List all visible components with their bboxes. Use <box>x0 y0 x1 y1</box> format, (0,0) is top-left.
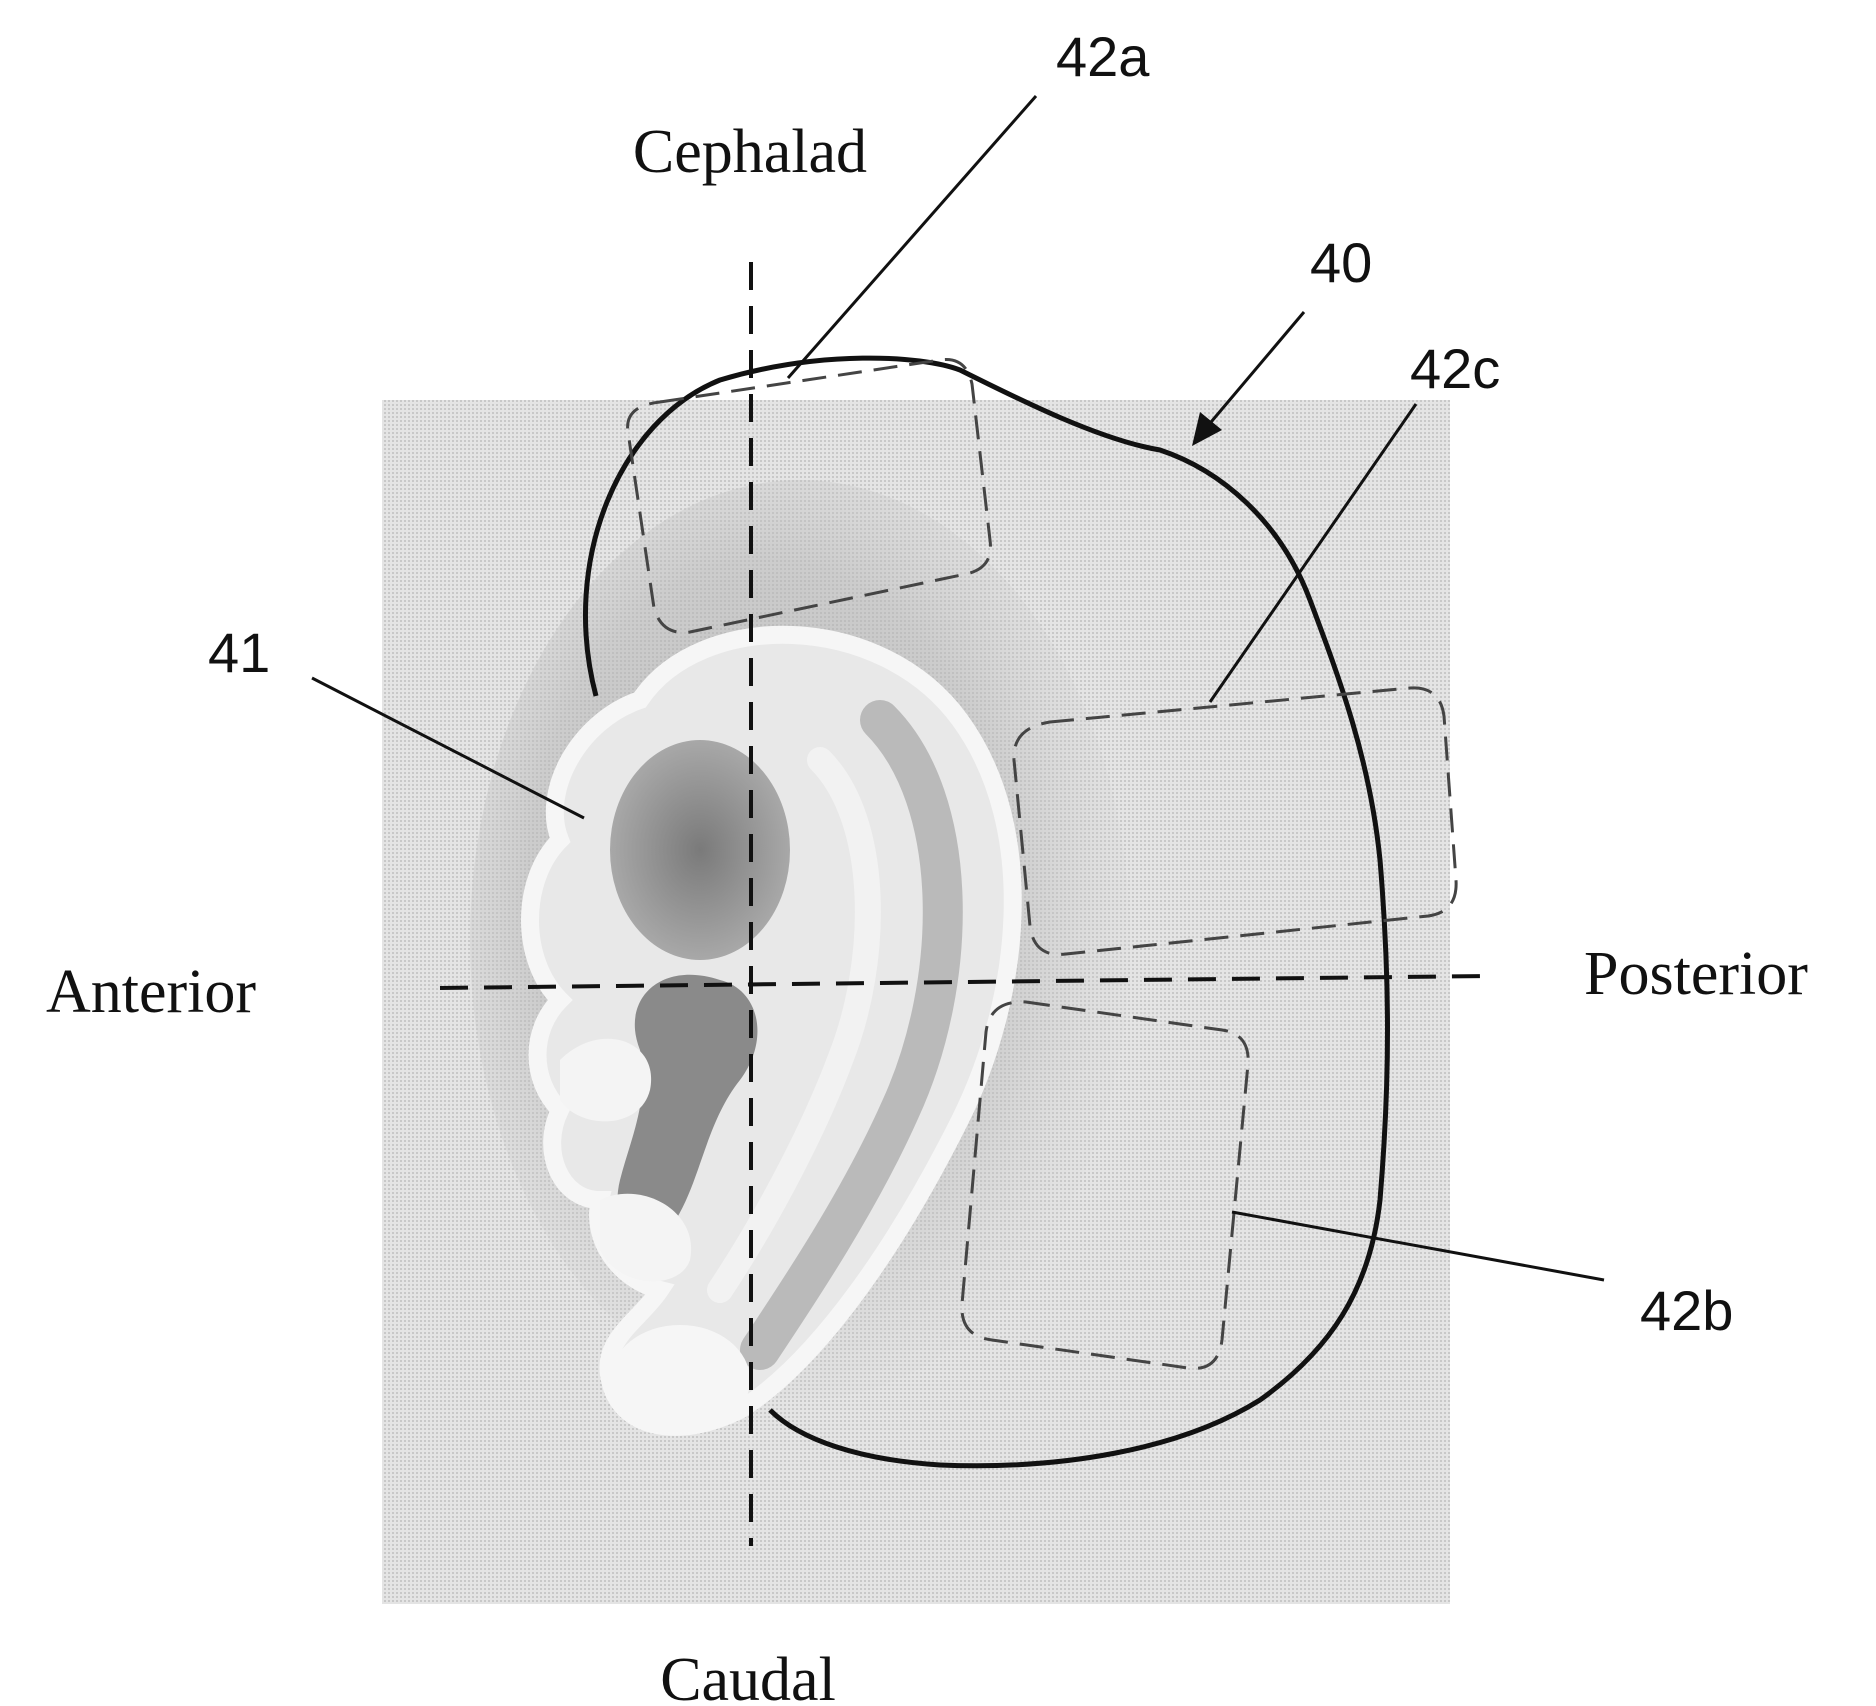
numeral-42b: 42b <box>1640 1279 1733 1342</box>
numeral-41: 41 <box>208 621 270 684</box>
numeral-40: 40 <box>1310 231 1372 294</box>
numeral-42a: 42a <box>1056 25 1150 88</box>
numeral-42c: 42c <box>1410 337 1500 400</box>
label-caudal: Caudal <box>660 1646 836 1706</box>
label-posterior: Posterior <box>1584 940 1808 1008</box>
label-anterior: Anterior <box>46 958 256 1026</box>
label-cephalad: Cephalad <box>633 118 867 186</box>
